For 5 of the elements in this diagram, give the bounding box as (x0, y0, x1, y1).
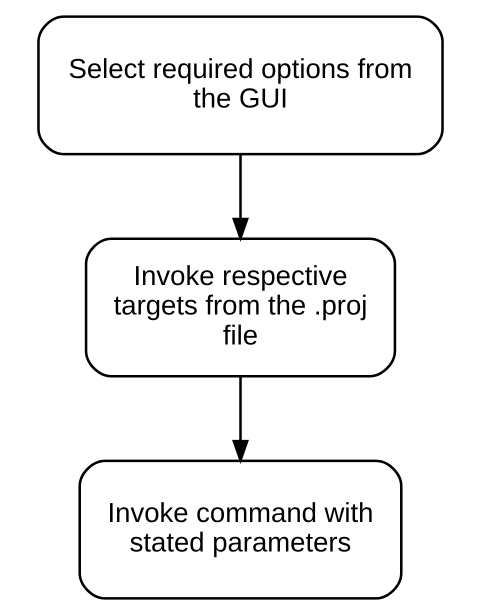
node-box: Invoke command with stated parameters (78, 460, 402, 600)
node-box: Invoke respective targets from the .proj file (84, 237, 396, 378)
node-box: Select required options from the GUI (36, 15, 444, 156)
arrow (232, 376, 248, 464)
arrow (232, 154, 248, 242)
